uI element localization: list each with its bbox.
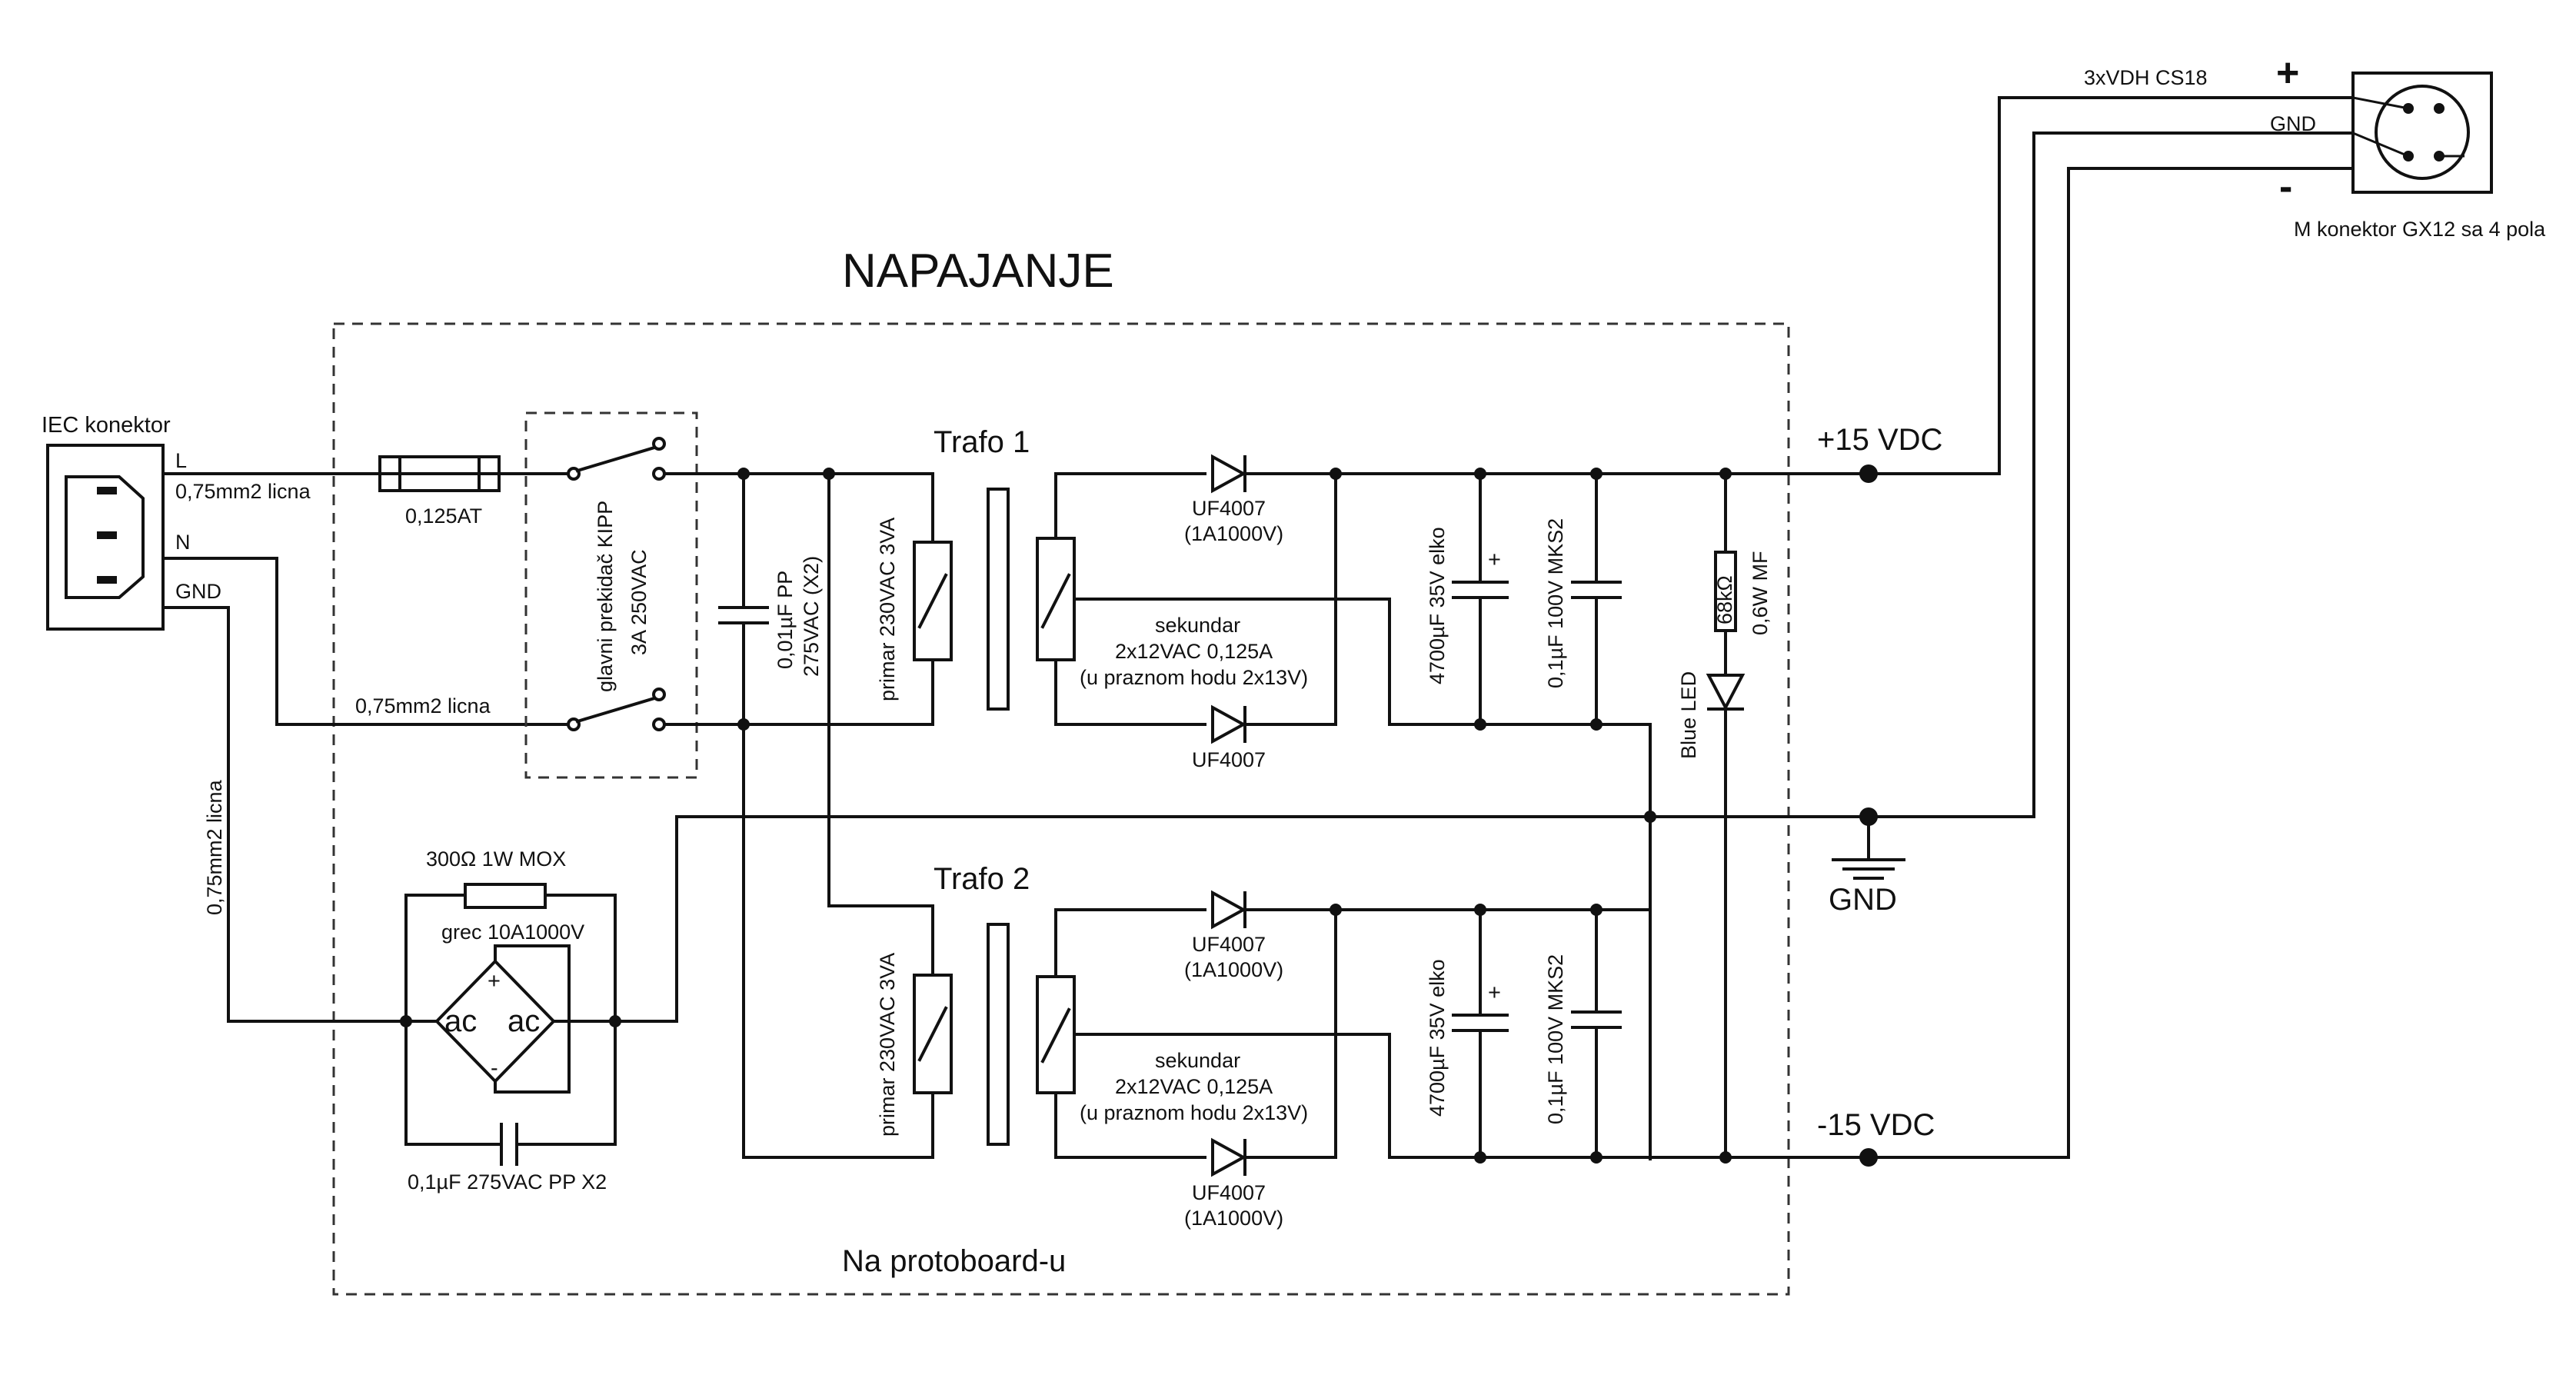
led-resistor-label: 68kΩ <box>1713 575 1736 624</box>
trafo2-primary: primar 230VAC 3VA <box>876 953 953 1137</box>
trafo1-secondary <box>1036 537 1076 661</box>
switch-label-2: 3A 250VAC <box>627 549 651 655</box>
trafo1-sec-line1: sekundar <box>1155 614 1240 637</box>
rail-neg-label: -15 VDC <box>1817 1108 1935 1142</box>
iec-pin-gnd: GND <box>175 580 221 603</box>
cable-minus: - <box>2279 165 2292 209</box>
trafo2-secondary <box>1036 975 1076 1094</box>
trafo1-diode-top-1: UF4007 <box>1192 497 1266 520</box>
trafo1-core <box>987 488 1010 711</box>
trafo2-diode-bottom-1: UF4007 <box>1192 1181 1266 1204</box>
fuse: 0,125AT <box>378 455 501 528</box>
ground-symbol <box>1832 815 1905 880</box>
trafo2-diode-bottom-2: (1A1000V) <box>1184 1207 1283 1230</box>
gl-bridge-ac-left: ac <box>444 1004 477 1038</box>
x2-cap-label-2: 275VAC (X2) <box>800 556 823 677</box>
led-branch: 68kΩ 0,6W MF Blue LED <box>1677 472 1772 1159</box>
trafo2-elko: + 4700µF 35V elko <box>1426 908 1509 1159</box>
trafo2-diode-bottom: UF4007 (1A1000V) <box>1184 1137 1283 1230</box>
trafo2-diode-top: UF4007 (1A1000V) <box>1184 890 1283 981</box>
trafo1-diode-bottom-1: UF4007 <box>1192 748 1266 771</box>
iec-title: IEC konektor <box>42 413 171 438</box>
trafo2-name: Trafo 2 <box>934 862 1030 896</box>
trafo1-film-cap: 0,1µF 100V MKS2 <box>1544 472 1622 726</box>
trafo2-elko-plus: + <box>1488 980 1501 1005</box>
gl-bridge-minus: - <box>491 1056 498 1080</box>
iec-pin-l: L <box>175 449 187 472</box>
wire-n-label: 0,75mm2 licna <box>355 694 491 717</box>
wire-gnd-label: 0,75mm2 licna <box>203 779 226 915</box>
gl-bridge-ac-right: ac <box>508 1004 540 1038</box>
gx12-connector: M konektor GX12 sa 4 pola <box>2294 72 2546 241</box>
trafo1-sec-line2: 2x12VAC 0,125A <box>1115 640 1273 663</box>
trafo2-core <box>987 923 1010 1146</box>
cable-label: 3xVDH CS18 <box>2084 66 2208 89</box>
trafo1-primary-label: primar 230VAC 3VA <box>876 518 899 701</box>
trafo1-elko-label: 4700µF 35V elko <box>1426 527 1449 684</box>
gl-resistor-label: 300Ω 1W MOX <box>426 847 566 871</box>
gl-bridge-label: grec 10A1000V <box>441 921 584 944</box>
wire-l-label: 0,75mm2 licna <box>175 480 311 503</box>
iec-connector: IEC konektor L N GND <box>42 413 221 631</box>
trafo2-sec-line3: (u praznom hodu 2x13V) <box>1080 1101 1308 1124</box>
cable-gnd: GND <box>2270 112 2316 135</box>
x2-cap-label-1: 0,01µF PP <box>774 571 797 669</box>
x2-capacitor: 0,01µF PP 275VAC (X2) <box>718 472 823 726</box>
led-label: Blue LED <box>1677 671 1700 759</box>
trafo2-film-label: 0,1µF 100V MKS2 <box>1544 954 1567 1124</box>
cable-plus: + <box>2276 51 2299 95</box>
rail-gnd-label: GND <box>1829 883 1897 917</box>
gl-cap-label: 0,1µF 275VAC PP X2 <box>408 1170 607 1194</box>
page-title: NAPAJANJE <box>842 245 1114 298</box>
trafo2-diode-top-1: UF4007 <box>1192 933 1266 956</box>
trafo1-film-label: 0,1µF 100V MKS2 <box>1544 518 1567 688</box>
fuse-label: 0,125AT <box>405 504 482 528</box>
led-resistor-spec: 0,6W MF <box>1749 551 1772 635</box>
trafo1-name: Trafo 1 <box>934 425 1030 459</box>
protoboard-label: Na protoboard-u <box>842 1244 1066 1278</box>
trafo2-primary-label: primar 230VAC 3VA <box>876 953 899 1137</box>
switch-label-1: glavni prekidač KIPP <box>594 501 617 692</box>
trafo1-primary: primar 230VAC 3VA <box>876 518 953 701</box>
trafo1-diode-top-2: (1A1000V) <box>1184 522 1283 545</box>
trafo1-elko: + 4700µF 35V elko <box>1426 472 1509 726</box>
iec-pin-n: N <box>175 531 191 554</box>
trafo2-film-cap: 0,1µF 100V MKS2 <box>1544 908 1622 1159</box>
protoboard-outline <box>332 322 1790 1296</box>
trafo1-elko-plus: + <box>1488 548 1501 572</box>
connector-label: M konektor GX12 sa 4 pola <box>2294 218 2546 241</box>
trafo1-diode-bottom: UF4007 <box>1192 704 1266 771</box>
rail-pos-label: +15 VDC <box>1817 423 1942 457</box>
trafo1-diode-top: UF4007 (1A1000V) <box>1184 454 1283 545</box>
gl-bridge-plus: + <box>488 969 501 994</box>
ground-loop-breaker: 300Ω 1W MOX grec 10A1000V ac ac + - 0,1µ… <box>404 847 617 1194</box>
trafo2-elko-label: 4700µF 35V elko <box>1426 959 1449 1117</box>
trafo2-sec-line1: sekundar <box>1155 1049 1240 1072</box>
trafo2-diode-top-2: (1A1000V) <box>1184 958 1283 981</box>
main-switch: glavni prekidač KIPP 3A 250VAC <box>524 411 698 779</box>
trafo2-sec-line2: 2x12VAC 0,125A <box>1115 1075 1273 1098</box>
trafo1-sec-line3: (u praznom hodu 2x13V) <box>1080 666 1308 689</box>
